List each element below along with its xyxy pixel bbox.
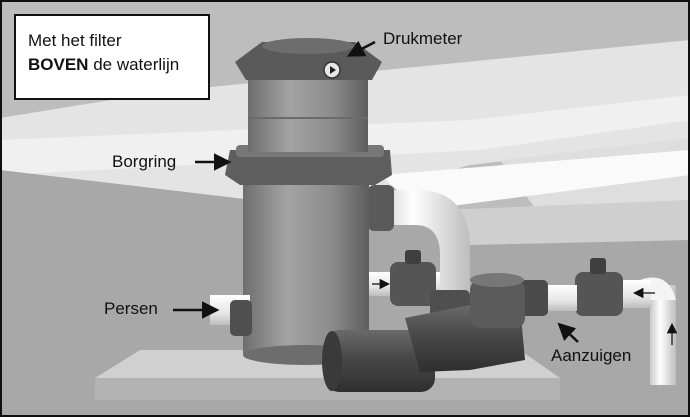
drukmeter-needle: [330, 66, 336, 74]
left-valve-handle: [405, 250, 421, 264]
filter-column: [243, 180, 369, 355]
label-aanzuigen: Aanzuigen: [551, 346, 632, 365]
pump-strainer: [470, 280, 525, 328]
right-valve: [575, 272, 623, 316]
borgring-ring: [225, 150, 392, 185]
filter-tank: [248, 80, 368, 152]
filter-outlet-union: [368, 185, 394, 231]
filter-to-pump-elbow: [375, 190, 470, 300]
suction-pipe-mid: [545, 285, 577, 311]
aanzuigen-arrow: [557, 322, 579, 343]
title-bold-word: BOVEN: [28, 55, 89, 74]
pool-wall: [440, 200, 690, 245]
drukmeter-arrow: [346, 40, 376, 57]
base-slab-front: [95, 378, 560, 400]
persen-union: [230, 300, 252, 336]
title-line-2: BOVEN de waterlijn: [28, 53, 198, 77]
pool-ledge: [380, 150, 690, 210]
left-valve: [390, 262, 436, 306]
title-line-1: Met het filter: [28, 31, 122, 50]
title-line-2-rest: de waterlijn: [88, 55, 180, 74]
label-drukmeter: Drukmeter: [383, 29, 463, 48]
filter-lid-top: [262, 38, 354, 54]
title-box: Met het filter BOVEN de waterlijn: [14, 14, 210, 100]
pump-motor: [325, 330, 435, 392]
right-valve-handle: [590, 258, 606, 274]
pump-motor-end: [322, 331, 342, 391]
label-persen: Persen: [104, 299, 158, 318]
label-borgring: Borgring: [112, 152, 177, 171]
suction-union: [520, 280, 548, 316]
filter-lid: [235, 42, 382, 80]
pump-strainer-lid: [470, 273, 524, 287]
